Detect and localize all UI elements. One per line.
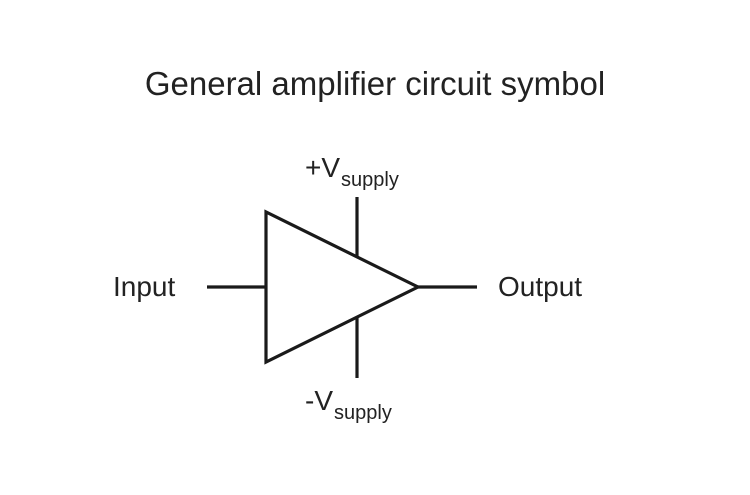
diagram-title: General amplifier circuit symbol — [144, 65, 606, 102]
input-label: Input — [113, 271, 176, 302]
positive-supply-main: +V — [305, 152, 341, 183]
negative-supply-subscript: supply — [334, 402, 392, 424]
negative-supply-label: -Vsupply — [305, 385, 392, 424]
amplifier-triangle — [264, 209, 422, 365]
positive-supply-subscript: supply — [341, 169, 399, 191]
positive-supply-label: +Vsupply — [305, 152, 399, 191]
negative-supply-main: -V — [305, 385, 333, 416]
output-label: Output — [498, 271, 583, 302]
